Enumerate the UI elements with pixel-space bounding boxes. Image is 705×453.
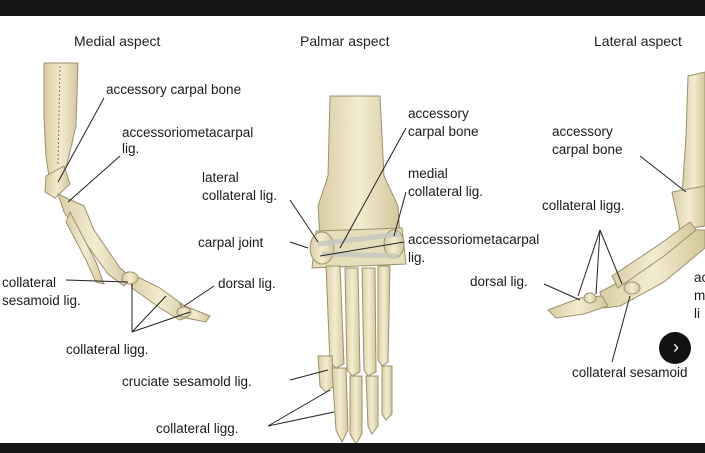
heading-palmar-aspect: Palmar aspect [300, 33, 390, 49]
label-collateral-ligg-lateral: collateral ligg. [542, 198, 625, 213]
palmar-limb-drawing [309, 95, 407, 443]
top-bar [0, 0, 705, 16]
label-accessoriometacarpal-palmar-line1: accessoriometacarpal [408, 232, 540, 247]
label-lateral-collateral-line2: collateral lig. [202, 188, 278, 203]
heading-medial-aspect: Medial aspect [74, 33, 161, 49]
lateral-limb-drawing [547, 71, 705, 319]
label-collateral-sesamoid-line2: sesamoid lig. [2, 293, 81, 308]
label-accessory-carpal-bone-medial: accessory carpal bone [106, 82, 242, 97]
label-medial-collateral-line1: medial [408, 166, 448, 181]
label-accessoriometacarpal-medial-line1: accessoriometacarpal [122, 125, 254, 140]
label-cruciate-sesamoid: cruciate sesamold lig. [122, 374, 252, 389]
label-accessory-carpal-lateral-line2: carpal bone [552, 142, 623, 157]
label-accessory-carpal-lateral-line1: accessory [552, 124, 613, 139]
bottom-bar [0, 443, 705, 453]
label-carpal-joint: carpal joint [198, 235, 264, 250]
heading-lateral-aspect: Lateral aspect [594, 33, 682, 49]
label-accessoriometacarpal-medial-line2: lig. [122, 141, 140, 156]
leader-lines [57, 97, 687, 427]
label-lateral-collateral-line1: lateral [202, 170, 239, 185]
label-accessory-carpal-palmar-line2: carpal bone [408, 124, 479, 139]
diagram-illustration [43, 62, 705, 443]
label-cut-fragment-2: m [694, 288, 705, 303]
label-cut-fragment-3: li [694, 306, 700, 321]
label-collateral-ligg-medial: collateral ligg. [66, 342, 149, 357]
label-cut-fragment-1: ac [694, 270, 705, 285]
label-collateral-ligg-palmar: collateral ligg. [156, 421, 239, 436]
label-accessory-carpal-palmar-line1: accessory [408, 106, 469, 121]
label-medial-collateral-line2: collateral lig. [408, 184, 484, 199]
label-collateral-sesamoid-line1: collateral [2, 275, 57, 290]
anatomy-diagram: Medial aspect Palmar aspect Lateral aspe… [0, 16, 705, 443]
chevron-right-icon: › [673, 336, 679, 357]
label-accessoriometacarpal-palmar-line2: lig. [408, 250, 426, 265]
label-dorsal-lig-lateral: dorsal lig. [470, 274, 528, 289]
next-image-button[interactable]: › [659, 332, 691, 364]
label-dorsal-lig-medial: dorsal lig. [218, 276, 276, 291]
medial-limb-drawing [43, 62, 211, 323]
label-collateral-sesamoid-lateral: collateral sesamoid [572, 365, 688, 380]
